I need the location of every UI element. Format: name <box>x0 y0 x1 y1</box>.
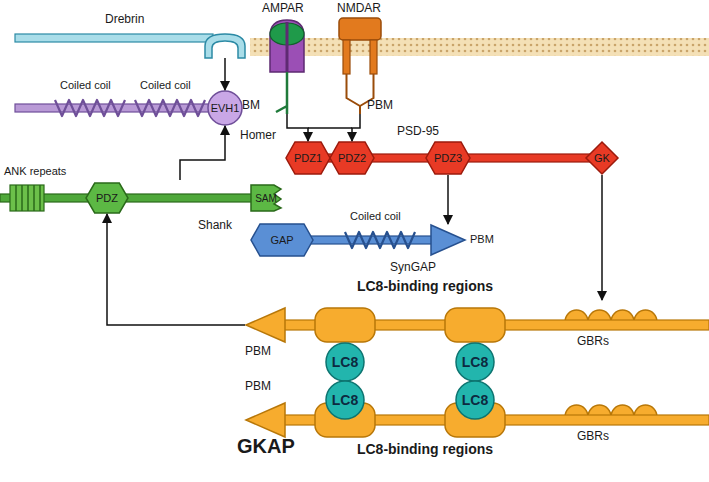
node-label: Shank <box>198 218 232 233</box>
binding-arrow <box>601 175 603 300</box>
drebrin-bar <box>15 34 213 42</box>
ampar-divider <box>286 22 289 72</box>
psd95-protein: PSD-95PDZ1PDZ2PDZ3GK <box>285 140 620 176</box>
sam-domain: SAM <box>250 184 282 212</box>
lc8-circle: LC8 <box>455 380 495 420</box>
evh1-domain: EVH1 <box>207 90 243 126</box>
node-label: LC8 <box>455 392 495 409</box>
binding-arrow <box>180 126 225 180</box>
node-label: LC8-binding regions <box>325 278 525 295</box>
node-label: Homer <box>240 128 276 143</box>
nmdar-receptor: NMDARPBM <box>335 14 385 114</box>
node-label: GK <box>585 151 619 165</box>
node-label: PBM <box>367 98 393 113</box>
node-label: EVH1 <box>207 101 243 115</box>
lc8-binding-region <box>445 403 505 437</box>
hexagon-shape <box>426 142 470 174</box>
node-label: GKAP <box>237 435 295 458</box>
bracket-line <box>308 127 352 129</box>
node-label: Coiled coil <box>60 78 111 92</box>
node-label: Drebrin <box>105 12 144 27</box>
membrane-band <box>250 38 709 56</box>
lc8-binding-region <box>315 308 375 342</box>
circle-shape <box>208 91 242 125</box>
hexagon-shape <box>251 224 313 256</box>
ank-repeats <box>10 185 44 211</box>
lc8-binding-region <box>445 308 505 342</box>
ampar-body <box>270 20 304 72</box>
syngap-protein: Coiled coilSynGAPGAPPBM <box>250 222 485 258</box>
node-label: GBRs <box>577 429 609 444</box>
gap-domain: GAP <box>250 223 314 257</box>
circle-shape <box>456 381 494 419</box>
hexagon-shape <box>86 183 128 213</box>
circle-shape <box>456 343 494 381</box>
membrane-texture <box>250 38 709 56</box>
coiled-coil <box>345 232 415 248</box>
node-outline <box>15 32 245 58</box>
node-outline <box>0 180 285 216</box>
nmdar-leg <box>343 40 350 74</box>
node-label: PBM <box>245 379 271 394</box>
ampar-tail <box>276 72 287 114</box>
coiled-coil <box>55 100 125 116</box>
node-label: Coiled coil <box>140 78 191 92</box>
shank-protein: ANK repeatsShankPDZSAM <box>0 180 285 216</box>
node-label: Coiled coil <box>350 209 401 223</box>
node-label: PDZ1 <box>285 151 331 165</box>
node-label: PDZ3 <box>425 151 471 165</box>
node-label: PDZ <box>85 191 129 205</box>
pdz-domain: PDZ3 <box>425 141 471 175</box>
node-label: GAP <box>250 233 314 247</box>
gk-domain: GK <box>585 141 619 175</box>
node-label: AMPAR <box>262 1 304 16</box>
hexagon-shape <box>330 142 374 174</box>
node-label: NMDAR <box>337 1 381 16</box>
lc8-circle: LC8 <box>325 342 365 382</box>
binding-arrow <box>352 114 360 141</box>
ampar-receptor: AMPARPBM <box>262 14 312 114</box>
circle-shape <box>326 381 364 419</box>
pdz-domain: PDZ1 <box>285 141 331 175</box>
node-label: PBM <box>245 344 271 359</box>
lc8-binding-region <box>315 403 375 437</box>
binding-arrow <box>107 214 245 325</box>
node-label: PSD-95 <box>397 124 439 139</box>
serrated-shape <box>251 185 281 211</box>
diamond-shape <box>586 142 618 174</box>
ank-stripes <box>16 185 40 211</box>
node-outline <box>262 14 312 114</box>
binding-arrow <box>447 175 449 224</box>
hexagon-shape <box>286 142 330 174</box>
node-label: SAM <box>250 192 282 205</box>
binding-arrow <box>287 114 308 141</box>
nmdar-leg <box>370 40 377 74</box>
node-label: GBRs <box>577 334 609 349</box>
binding-arrow <box>224 58 226 90</box>
node-label: LC8-binding regions <box>325 441 525 458</box>
pbm-motif <box>246 308 285 342</box>
homer-protein: Coiled coilCoiled coilHomerEVH1 <box>15 90 265 126</box>
node-label: LC8 <box>325 392 365 409</box>
node-label: PBM <box>470 232 494 246</box>
node-outline <box>430 224 466 256</box>
coiled-coil <box>135 100 205 116</box>
drebrin-cap <box>205 34 245 58</box>
node-label: SynGAP <box>390 260 436 275</box>
node-label: LC8 <box>455 354 495 371</box>
lc8-circle: LC8 <box>455 342 495 382</box>
nmdar-head <box>339 18 381 40</box>
pbm-motif: PBM <box>430 224 466 256</box>
pdz-domain: PDZ2 <box>329 141 375 175</box>
node-label: PDZ2 <box>329 151 375 165</box>
triangle-shape <box>431 225 465 255</box>
node-label: ANK repeats <box>4 164 66 178</box>
pdz-domain: PDZ <box>85 182 129 214</box>
pbm-motif <box>246 403 285 437</box>
lc8-circle: LC8 <box>325 380 365 420</box>
node-label: LC8 <box>325 354 365 371</box>
drebrin-protein: Drebrin <box>15 32 245 58</box>
circle-shape <box>326 343 364 381</box>
